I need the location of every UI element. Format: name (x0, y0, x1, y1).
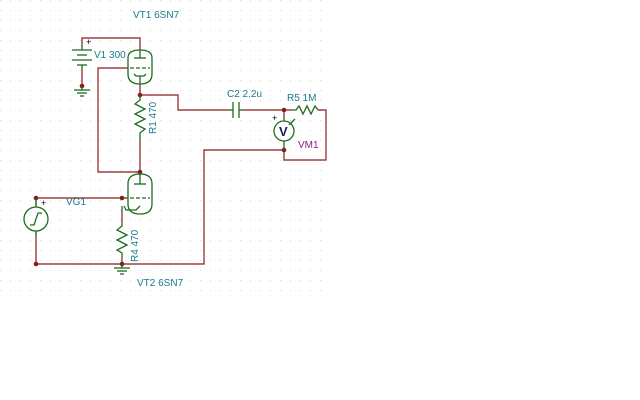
wire-vm1-to-ground (122, 149, 284, 265)
v1-plus-sign: + (86, 37, 91, 47)
label-r4: R4 470 (130, 229, 141, 262)
node-c2-r5 (281, 107, 287, 113)
wire-r5-return (283, 109, 327, 161)
tube-vt2[interactable] (121, 173, 153, 215)
voltmeter-vm1[interactable]: V + (272, 113, 296, 150)
battery-v1[interactable]: + (72, 37, 92, 70)
label-r5: R5 1M (287, 93, 316, 104)
resistor-r4[interactable] (115, 222, 129, 257)
node-vt2-plate (137, 169, 143, 175)
resistor-r1[interactable] (133, 95, 147, 140)
ground-symbol-v1 (74, 86, 90, 97)
wire-output-to-c2 (140, 94, 228, 111)
wire-v1-to-vt1-plate (81, 37, 141, 50)
capacitor-c2[interactable] (228, 102, 244, 118)
ground-symbol-main (114, 264, 130, 275)
junction-nodes (33, 83, 287, 267)
label-vt1: VT1 6SN7 (133, 10, 180, 21)
label-vt2: VT2 6SN7 (137, 278, 184, 289)
label-v1: V1 300 (94, 50, 126, 61)
grid-area (0, 0, 330, 295)
label-vm1: VM1 (298, 140, 319, 151)
tube-vt1[interactable] (127, 49, 153, 85)
node-vg1-bottom (33, 261, 39, 267)
label-r1: R1 470 (148, 101, 159, 134)
wire-vt1-grid (97, 67, 140, 173)
vg1-plus-sign: + (41, 198, 46, 208)
node-vt2-grid (119, 195, 125, 201)
voltmeter-letter: V (279, 124, 288, 139)
label-c2: C2 2.2u (227, 89, 262, 100)
resistor-r5[interactable] (292, 104, 319, 116)
label-vg1: VG1 (66, 197, 86, 208)
signal-generator-vg1[interactable]: + (23, 198, 49, 236)
vm1-plus-sign: + (272, 113, 277, 123)
